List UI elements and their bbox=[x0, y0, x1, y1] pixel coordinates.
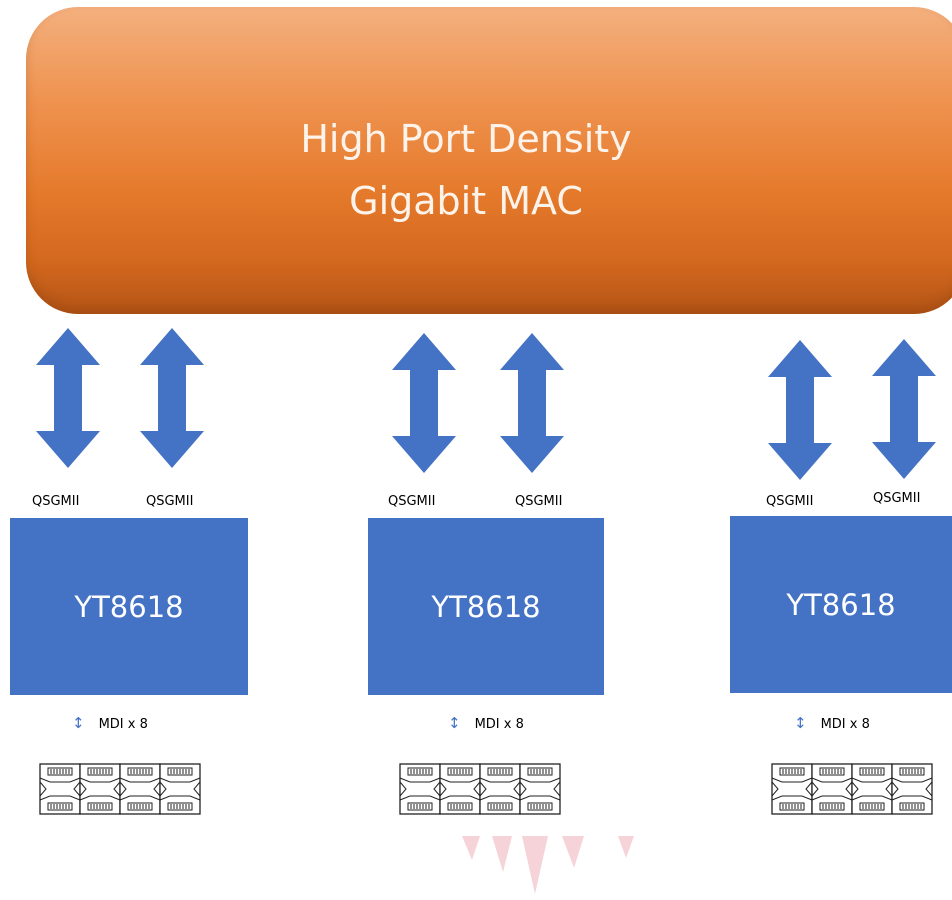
qsgmii-label-2: QSGMII bbox=[146, 494, 194, 509]
mac-block bbox=[26, 7, 952, 314]
qsgmii-label-1: QSGMII bbox=[32, 494, 80, 509]
mdi-arrow-icon: ↕ bbox=[794, 714, 807, 732]
arrow-4 bbox=[500, 333, 564, 473]
phy-chip-1: YT8618 bbox=[10, 518, 248, 695]
arrow-1 bbox=[36, 328, 100, 468]
mdi-label-2: ↕ MDI x 8 bbox=[448, 714, 524, 732]
arrow-3 bbox=[392, 333, 456, 473]
mdi-text-2: MDI x 8 bbox=[474, 717, 524, 732]
phy-chip-2-label: YT8618 bbox=[431, 589, 541, 624]
qsgmii-label-4: QSGMII bbox=[515, 494, 563, 509]
rj45-port-group-3 bbox=[772, 764, 932, 814]
qsgmii-label-6: QSGMII bbox=[873, 491, 921, 506]
rj45-port-group-1 bbox=[40, 764, 200, 814]
qsgmii-label-5: QSGMII bbox=[766, 494, 814, 509]
phy-chip-3: YT8618 bbox=[730, 516, 952, 693]
mdi-arrow-icon: ↕ bbox=[72, 714, 85, 732]
arrow-6 bbox=[872, 339, 936, 479]
arrow-5 bbox=[768, 340, 832, 480]
mdi-text-3: MDI x 8 bbox=[820, 717, 870, 732]
mac-label-line1: High Port Density bbox=[300, 117, 632, 161]
mdi-label-1: ↕ MDI x 8 bbox=[72, 714, 148, 732]
phy-chip-3-label: YT8618 bbox=[786, 587, 896, 622]
rj45-port-group-2 bbox=[400, 764, 560, 814]
mac-label-line2: Gigabit MAC bbox=[349, 179, 583, 223]
phy-chip-2: YT8618 bbox=[368, 518, 604, 695]
arrow-2 bbox=[140, 328, 204, 468]
mdi-label-3: ↕ MDI x 8 bbox=[794, 714, 870, 732]
phy-chip-1-label: YT8618 bbox=[74, 589, 184, 624]
qsgmii-label-3: QSGMII bbox=[388, 494, 436, 509]
watermark-logo bbox=[462, 836, 634, 894]
mdi-arrow-icon: ↕ bbox=[448, 714, 461, 732]
mdi-text-1: MDI x 8 bbox=[98, 717, 148, 732]
mac-label: High Port Density Gigabit MAC bbox=[26, 108, 952, 232]
